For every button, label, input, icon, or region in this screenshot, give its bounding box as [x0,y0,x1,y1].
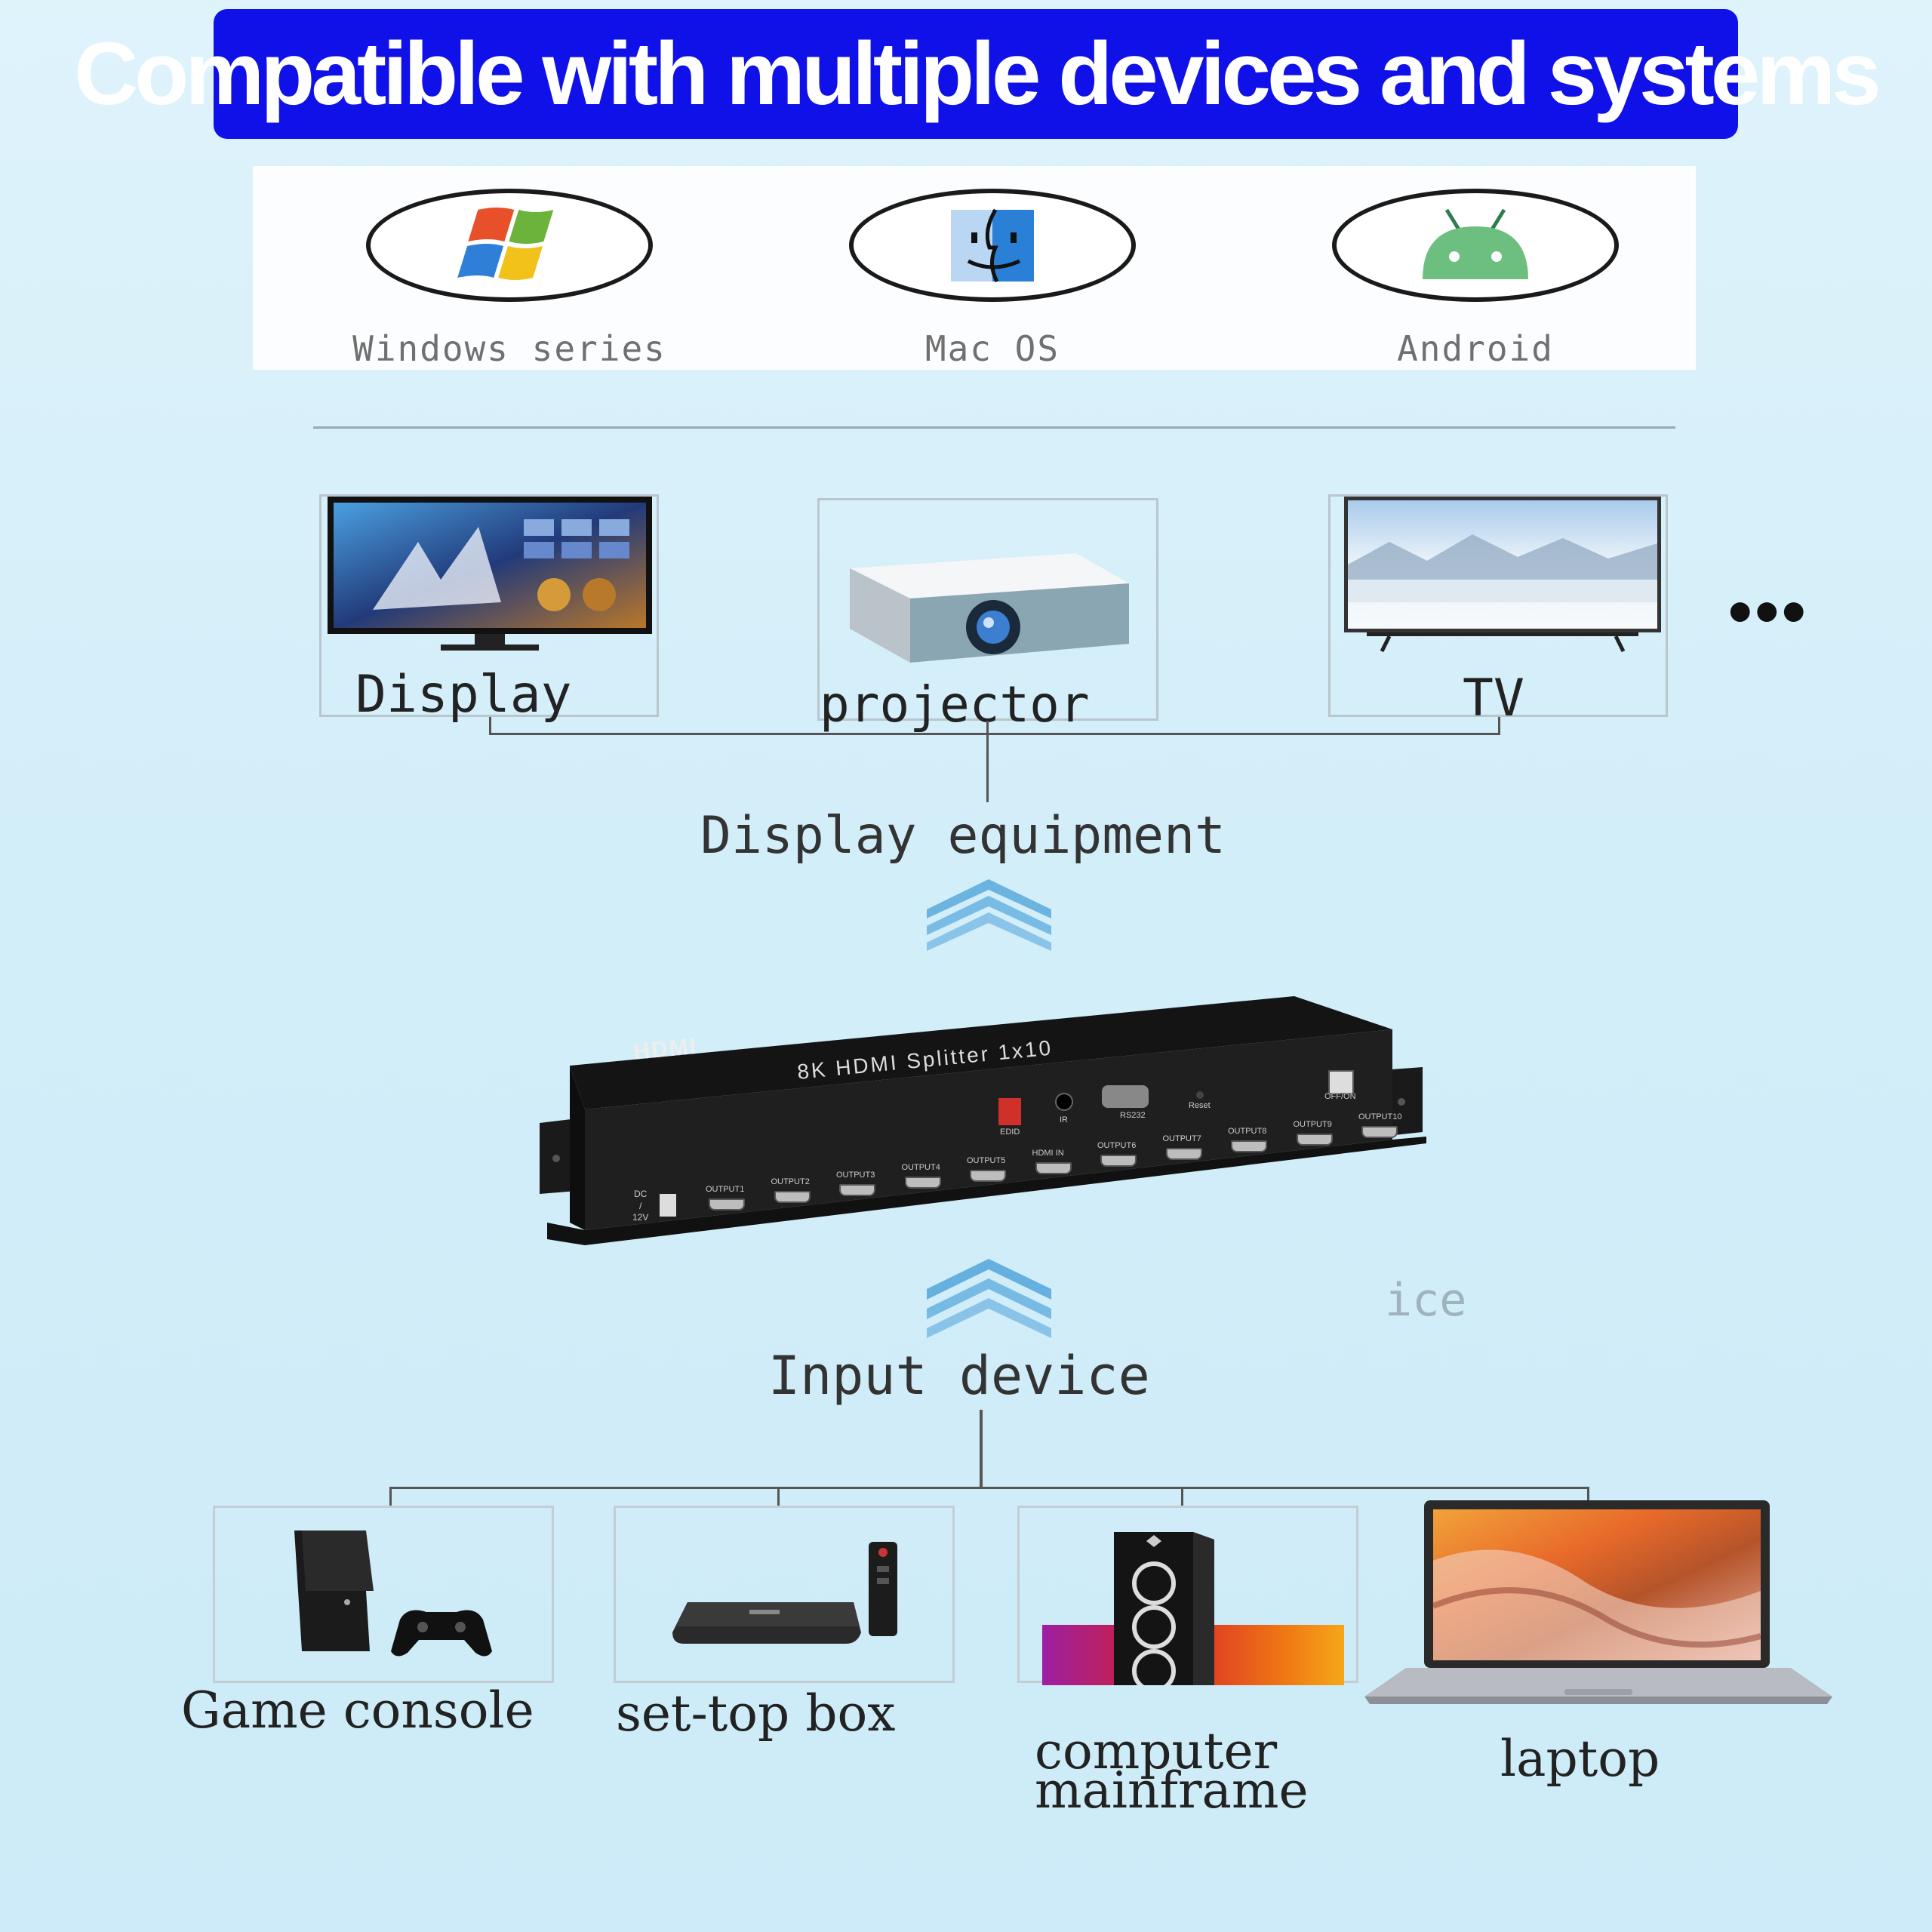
device-label-computer-line1: computer [1035,1722,1278,1780]
port-label: OUTPUT5 [967,1155,1006,1165]
port-label: OUTPUT7 [1162,1134,1201,1143]
dc-power-jack[interactable] [660,1194,676,1217]
hdmi-port[interactable] [1296,1133,1333,1146]
ir-port[interactable] [1055,1093,1073,1111]
set-top-box-icon [672,1542,897,1644]
dc-voltage: 12V [632,1212,649,1223]
connector-line [1498,717,1500,735]
section-divider [313,426,1675,429]
hdmi-port[interactable] [1361,1126,1398,1138]
connector-line [489,733,1500,735]
port-label: OUTPUT3 [836,1170,875,1180]
port-label: OUTPUT9 [1293,1119,1332,1129]
port-label: OUTPUT10 [1358,1112,1402,1121]
os-compatibility-panel: Windows series Mac OS Android [253,166,1696,370]
monitor-icon [328,497,652,651]
ir-label: IR [1060,1115,1068,1124]
input-device-caption: Input device [768,1345,1150,1407]
port-label: OUTPUT2 [771,1177,810,1187]
connector-line [389,1487,1589,1489]
os-label-android: Android [1397,328,1554,369]
windows-logo-icon [366,189,653,302]
dc-input-label: DC / 12V [632,1189,648,1224]
os-label-mac: Mac OS [924,328,1060,369]
device-label-set-top-box: set-top box [616,1684,896,1743]
connector-line [986,721,989,735]
connector-line [1587,1487,1589,1508]
device-card-tv: TV [1328,494,1668,728]
port-label: OUTPUT1 [706,1185,745,1194]
rs232-label: RS232 [1120,1111,1146,1120]
computer-tower-icon [1042,1532,1344,1685]
connector-line [389,1487,392,1508]
device-card-display: Display [319,494,659,724]
hdmi-port[interactable] [839,1183,875,1196]
display-equipment-caption: Display equipment [700,806,1226,866]
tv-icon [1344,497,1661,653]
device-card-projector: projector [817,498,1158,734]
game-console-icon [294,1531,492,1657]
hdmi-port[interactable] [1231,1140,1267,1153]
os-label-windows: Windows series [352,328,666,369]
hdmi-port[interactable] [774,1191,811,1204]
device-card-set-top-box: set-top box [614,1506,955,1739]
device-card-computer-mainframe: computer mainframe [1017,1506,1358,1816]
port-label: OUTPUT6 [1097,1141,1137,1151]
edid-label: EDID [1000,1128,1020,1137]
device-label-laptop: laptop [1500,1730,1660,1788]
device-label-game-console: Game console [181,1681,534,1740]
hdmi-port[interactable] [904,1177,941,1189]
page-title: Compatible with multiple devices and sys… [74,24,1881,124]
edid-dip-switch[interactable] [998,1098,1021,1125]
power-switch[interactable] [1328,1070,1354,1094]
connector-line [980,1410,983,1489]
port-label: HDMI IN [1032,1149,1064,1158]
device-label-computer-line2: mainframe [1035,1761,1309,1820]
connector-line [777,1487,780,1508]
chevron-up-icon [927,1259,1051,1338]
device-card-game-console: Game console [181,1506,554,1736]
mac-finder-icon [849,189,1136,302]
hdmi-port[interactable] [1100,1155,1137,1168]
device-card-laptop: laptop [1364,1500,1832,1784]
device-label-projector: projector [820,675,1090,734]
laptop-icon [1364,1500,1832,1704]
title-banner: Compatible with multiple devices and sys… [74,9,1881,139]
os-item-windows: Windows series [351,189,668,369]
reset-label: Reset [1189,1101,1211,1110]
port-label: OUTPUT8 [1228,1127,1267,1137]
port-label: OUTPUT4 [901,1163,940,1173]
power-switch-label: OFF/ON [1324,1092,1356,1101]
os-item-mac: Mac OS [834,189,1151,369]
hdmi-port[interactable] [709,1198,745,1211]
hdmi-splitter-device [540,996,1426,1245]
os-item-android: Android [1317,189,1634,369]
rs232-port[interactable] [1102,1085,1149,1108]
hdmi-port[interactable] [1165,1147,1202,1160]
hdmi-port[interactable] [970,1169,1006,1182]
faded-text: ice [1385,1274,1467,1327]
connector-line [986,733,989,802]
connector-line [489,717,491,735]
connector-line [1181,1487,1183,1508]
chevron-up-icon [927,879,1051,951]
device-label-tv: TV [1463,669,1524,728]
reset-button[interactable] [1196,1091,1204,1099]
hdmi-port[interactable] [1035,1162,1072,1174]
device-label-display: Display [355,665,572,724]
dc-label: DC [634,1189,648,1199]
projector-icon [850,553,1129,663]
dc-separator: / [639,1200,642,1211]
more-devices-ellipsis: ••• [1728,574,1809,650]
android-logo-icon [1332,189,1619,302]
